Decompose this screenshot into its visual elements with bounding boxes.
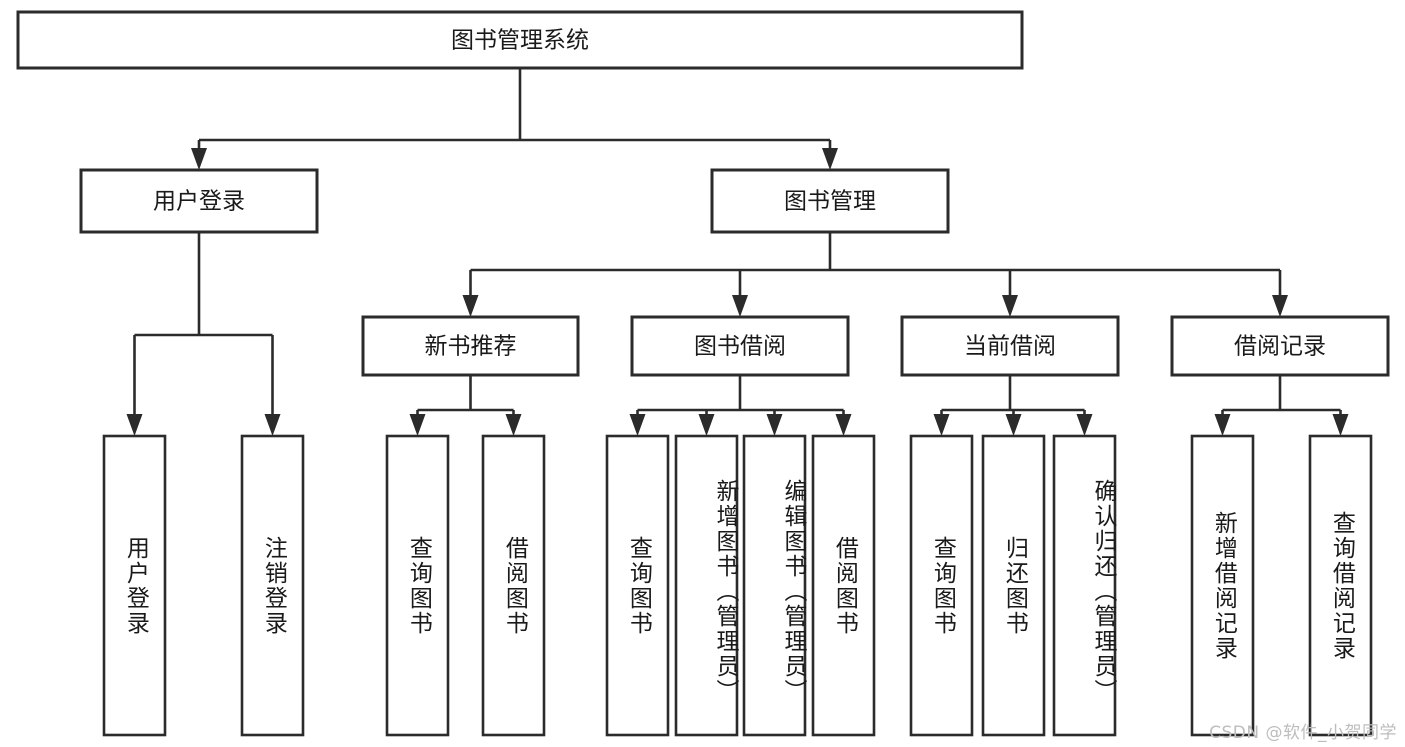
node-user-login-label: 用户登录 <box>153 189 245 215</box>
node-book-manage-label: 图书管理 <box>784 189 876 215</box>
node-leaf-add-book-admin-box[interactable] <box>674 434 739 737</box>
node-leaf-confirm-return-admin-box[interactable] <box>1052 434 1117 737</box>
arrow-to-book-manage <box>822 148 838 170</box>
node-new-book-rec-box[interactable] <box>361 315 580 377</box>
node-root-label: 图书管理系统 <box>451 28 589 54</box>
watermark-text: CSDN @软件_小贺同学 <box>1209 723 1397 743</box>
node-borrow-record-box[interactable] <box>1170 315 1390 377</box>
arrow-to-borrow-record <box>1272 295 1288 317</box>
node-borrow-record-label: 借阅记录 <box>1234 334 1326 360</box>
arrow-to-leaf-add-book-admin <box>698 414 715 436</box>
arrow-to-leaf-query-book-rec <box>409 414 426 436</box>
arrow-to-leaf-query-book-current <box>933 414 950 436</box>
node-leaf-user-logout-box[interactable] <box>240 434 305 737</box>
arrow-to-current-borrow <box>1002 295 1018 317</box>
node-new-book-rec-label: 新书推荐 <box>425 334 517 360</box>
node-current-borrow-box[interactable] <box>900 315 1120 377</box>
arrow-to-leaf-borrow-book-rec <box>505 414 522 436</box>
arrow-to-leaf-borrow-book <box>835 414 852 436</box>
node-leaf-edit-book-admin-box[interactable] <box>742 434 807 737</box>
arrow-to-leaf-confirm-return-admin <box>1076 414 1093 436</box>
connectors-layer <box>126 68 1349 436</box>
arrow-to-leaf-user-login <box>126 414 143 436</box>
arrow-to-leaf-return-book <box>1005 414 1022 436</box>
boxes-layer <box>16 10 1390 737</box>
node-book-borrow-label: 图书借阅 <box>694 334 786 360</box>
node-leaf-query-book-borrow-box[interactable] <box>605 434 670 737</box>
arrow-to-leaf-query-book-borrow <box>629 414 646 436</box>
node-book-manage-box[interactable] <box>710 168 950 234</box>
node-user-login-box[interactable] <box>79 168 319 234</box>
node-leaf-user-login-box[interactable] <box>102 434 167 737</box>
node-leaf-add-borrow-record-box[interactable] <box>1190 434 1255 737</box>
node-leaf-borrow-book-box[interactable] <box>811 434 876 737</box>
node-root-box[interactable] <box>16 10 1024 70</box>
arrow-to-leaf-edit-book-admin <box>766 414 783 436</box>
node-leaf-query-borrow-record-box[interactable] <box>1308 434 1373 737</box>
node-leaf-borrow-book-rec-box[interactable] <box>481 434 546 737</box>
arrow-to-new-book-rec <box>462 295 479 317</box>
arrow-to-leaf-query-borrow-record <box>1332 414 1349 436</box>
node-leaf-query-book-rec-box[interactable] <box>385 434 450 737</box>
arrow-to-user-login <box>191 148 207 170</box>
arrow-to-book-borrow <box>732 295 748 317</box>
arrow-to-leaf-add-borrow-record <box>1214 414 1231 436</box>
node-current-borrow-label: 当前借阅 <box>964 334 1056 360</box>
node-leaf-return-book-box[interactable] <box>981 434 1046 737</box>
arrow-to-leaf-user-logout <box>264 414 281 436</box>
node-leaf-query-book-current-box[interactable] <box>909 434 974 737</box>
node-book-borrow-box[interactable] <box>630 315 850 377</box>
